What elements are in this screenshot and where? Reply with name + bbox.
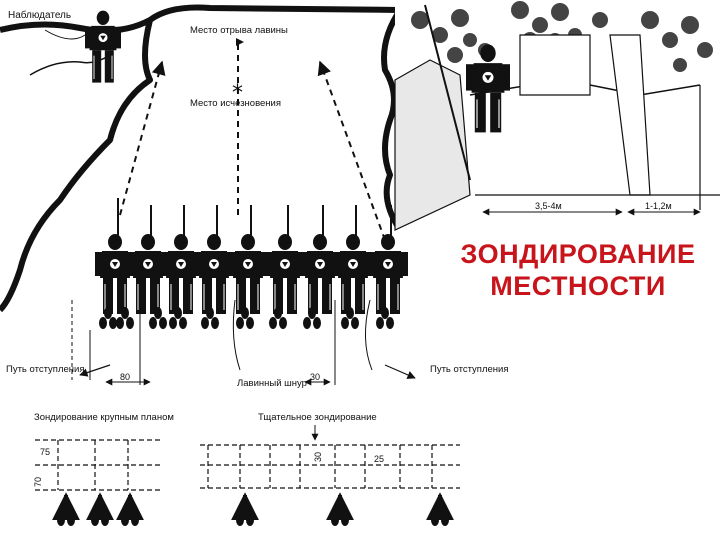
retreat-right-label: Путь отступления xyxy=(430,364,508,375)
grid-right-footprints-icon xyxy=(236,495,449,526)
grid-right-dim-25: 25 xyxy=(374,454,384,464)
retreat-right-arrow xyxy=(385,365,415,378)
avalanche-start-label: Место отрыва лавины xyxy=(190,25,288,36)
trench-width-side: 1-1,2м xyxy=(645,201,672,211)
grid-right-dim-30: 30 xyxy=(313,452,323,462)
probes xyxy=(118,198,391,240)
retreat-left-arrow xyxy=(80,365,110,375)
observer-label: Наблюдатель xyxy=(8,9,71,21)
retreat-left-label: Путь отступления xyxy=(6,364,84,375)
grid-left-footprints-icon xyxy=(57,495,139,526)
avalanche-cord-label: Лавинный шнур xyxy=(237,378,307,389)
title-line-1: ЗОНДИРОВАНИЕ xyxy=(440,238,716,270)
spacing-80-label: 80 xyxy=(120,372,130,382)
grid-left xyxy=(35,440,162,490)
trench-width-main: 3,5-4м xyxy=(535,201,562,211)
grid-left-dim-70: 70 xyxy=(33,477,43,487)
title-line-2: МЕСТНОСТИ xyxy=(440,270,716,302)
grid-left-dim-75: 75 xyxy=(40,447,50,457)
grid-left-caption: Зондирование крупным планом xyxy=(34,412,174,423)
observer-line xyxy=(45,30,85,39)
probers-row xyxy=(95,234,408,314)
trench-drawing xyxy=(395,0,720,235)
grid-right xyxy=(200,445,460,488)
observer-person-icon xyxy=(85,11,121,83)
spacing-30-label: 30 xyxy=(310,372,320,382)
grid-right-caption: Тщательное зондирование xyxy=(258,412,377,423)
search-path-right xyxy=(320,62,385,240)
page-title: ЗОНДИРОВАНИЕ МЕСТНОСТИ xyxy=(440,238,716,302)
disappearance-label: Место исчезновения xyxy=(190,98,281,109)
